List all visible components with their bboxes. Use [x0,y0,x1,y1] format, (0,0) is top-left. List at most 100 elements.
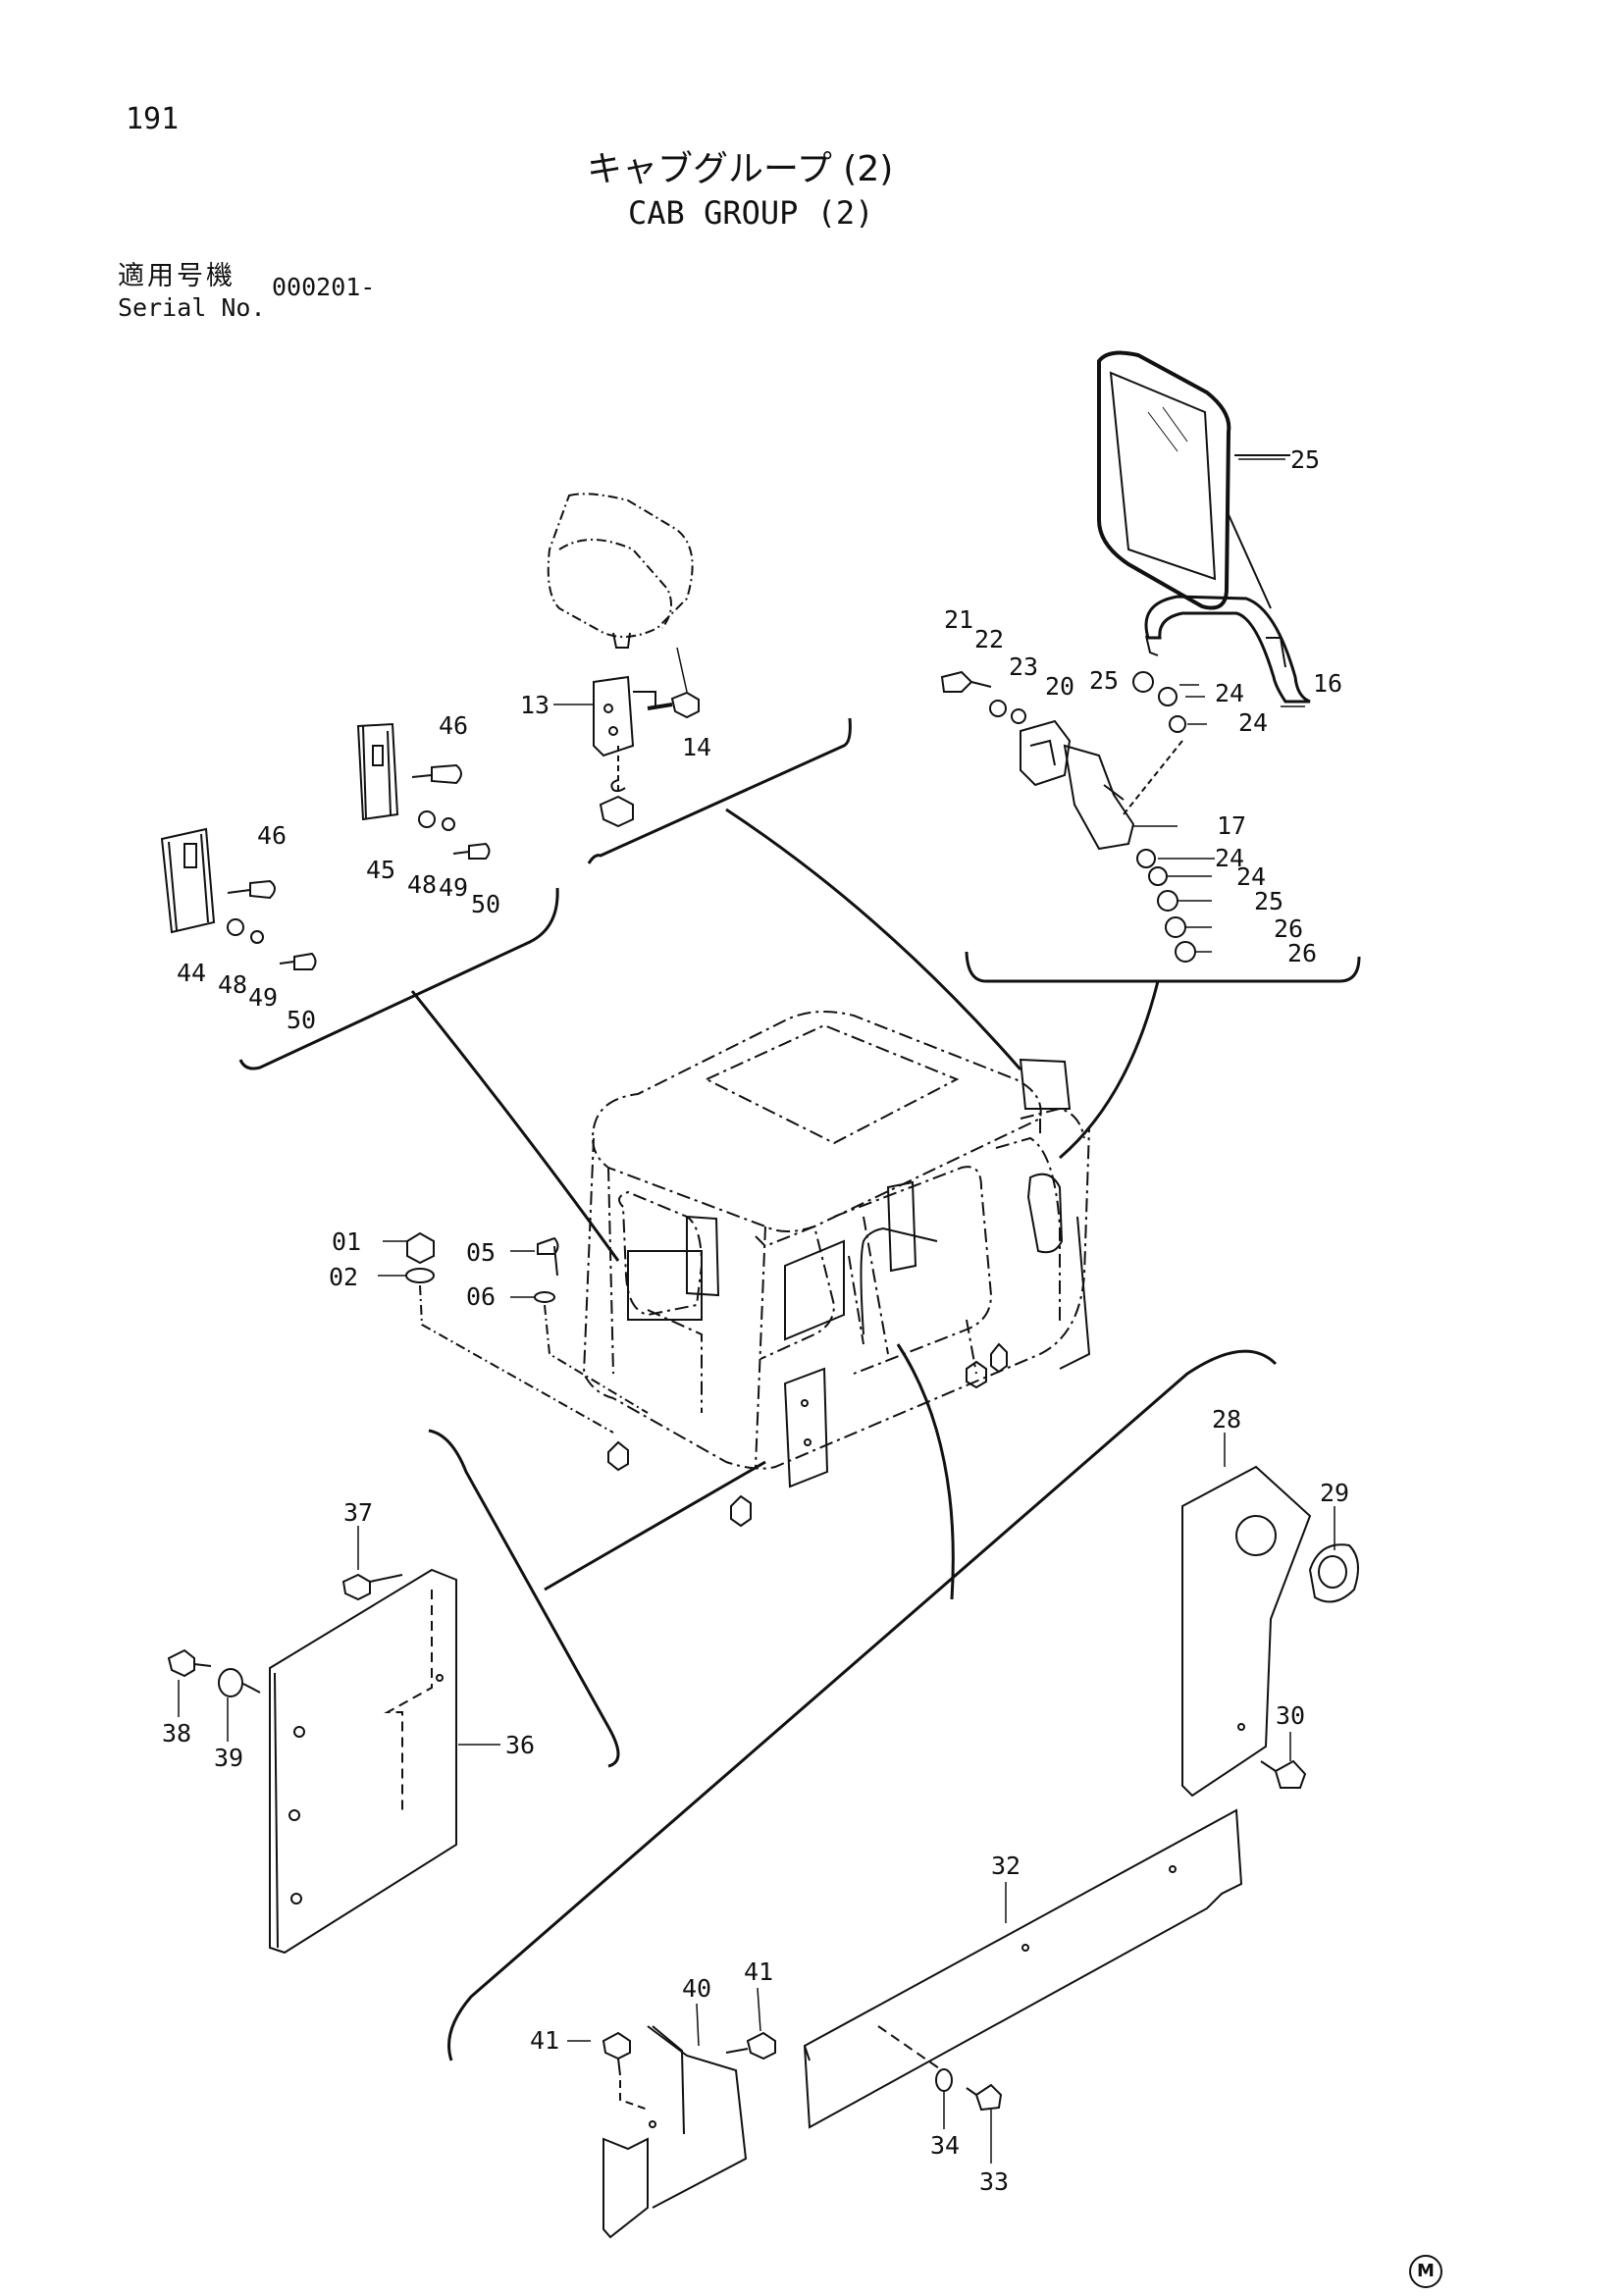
bolt-05 [537,1236,559,1277]
title-english: CAB GROUP (2) [628,194,874,232]
bolt-50a [452,842,491,860]
mirror-arm-16 [1144,595,1311,704]
extra-leaders [178,647,1335,2164]
cab-details [607,1058,1091,1528]
serial-label-japanese: 適用号機 [118,261,236,291]
leader-cover [544,1460,766,1592]
callout-32: 32 [991,1852,1021,1880]
bracket-20 [1020,719,1072,787]
callout-24c: 24 [1215,844,1244,872]
washer-34 [935,2068,953,2092]
callout-41b: 41 [744,1957,773,1986]
callout-26b: 26 [1287,939,1317,967]
callout-21: 21 [944,605,973,634]
plate-32 [803,1808,1243,2129]
bracket-bottom [447,1349,1278,2061]
lamp-bolt [670,691,700,719]
callout-24a: 24 [1215,679,1244,707]
callout-13: 13 [520,691,550,719]
manufacturer-mark: M [1409,2255,1442,2288]
knob-46a [411,763,462,785]
callout-49a: 49 [439,873,468,902]
lamp-bracket [593,675,656,757]
callout-23: 23 [1009,652,1038,681]
cover-36 [269,1568,457,1955]
bolt-41a [602,2031,631,2076]
bottom-parts [602,1808,1243,2239]
callout-20: 20 [1045,672,1074,701]
callout-14: 14 [682,733,711,761]
callout-36: 36 [505,1731,535,1759]
leader-handrail [410,990,620,1262]
callout-25b: 25 [1254,887,1283,915]
callout-16: 16 [1313,669,1342,698]
work-lamp-housing [547,493,694,638]
mirror-assembly [940,350,1311,963]
bracket-40 [602,2137,649,2239]
leader-bottom [896,1343,955,1600]
bolt-21 [940,670,992,693]
lamp-nut [599,795,634,828]
callout-44: 44 [177,959,206,987]
cab-hardware [405,1231,649,1434]
bracket-mirror [965,951,1361,983]
plate-28 [1181,1465,1312,1798]
washer-39 [218,1668,243,1697]
cab-mirror-small [1026,1173,1064,1254]
callout-37: 37 [343,1498,373,1527]
bolt-37 [341,1573,403,1601]
leader-lamp [725,808,1022,1070]
callout-24b: 24 [1238,708,1268,737]
serial-number-value: 000201- [272,273,376,301]
callout-30: 30 [1276,1701,1305,1730]
callout-33: 33 [979,2167,1009,2196]
callout-29: 29 [1320,1479,1349,1507]
callout-41a: 41 [530,2026,559,2055]
bolt-30 [1260,1759,1307,1789]
callout-46b: 46 [257,821,287,850]
left-cover-assembly [167,1568,457,1955]
callout-39: 39 [214,1744,243,1772]
callout-25a: 25 [1089,666,1119,695]
callout-17: 17 [1217,811,1246,840]
callout-45: 45 [366,856,395,884]
bolt-41b [725,2031,776,2061]
mirror-frame [1097,350,1231,610]
cab-roof [592,1011,1042,1232]
serial-label-english: Serial No. [118,293,266,322]
bracket-handrails [238,887,559,1070]
callout-26a: 26 [1274,914,1303,943]
callout-40: 40 [682,1974,711,2003]
work-lamp-assembly [547,493,700,828]
bolt-33 [966,2083,1003,2112]
bolt-50b [279,952,317,970]
callout-22: 22 [974,625,1004,653]
callout-01: 01 [332,1227,361,1256]
callout-48b: 48 [218,970,247,999]
callout-18: 25 [1290,445,1320,474]
bracket-lamp [587,717,852,864]
cab-body [582,1011,1090,1470]
grommet-29 [1308,1543,1359,1603]
callout-leaders [378,458,1285,2042]
callout-labels: 25 16 13 14 21 22 23 20 25 24 24 17 24 2… [162,445,1349,2196]
page-number: 191 [126,102,180,136]
callout-50a: 50 [471,890,500,918]
handrail-parts [160,722,491,970]
callout-24d: 24 [1236,862,1266,891]
group-brackets [238,717,1361,2061]
knob-46b [227,879,276,900]
leader-mirror [1059,980,1160,1160]
callout-06: 06 [466,1282,496,1311]
callout-34: 34 [930,2131,960,2160]
washer-02 [405,1268,435,1283]
title-japanese: キャブグループ (2) [587,149,894,189]
right-plate-assembly [1181,1465,1359,1798]
nut-01 [406,1231,435,1265]
washer-06 [534,1291,555,1303]
callout-38: 38 [162,1719,191,1748]
callout-05: 05 [466,1238,496,1267]
bracket-left-cover [428,1429,620,1768]
handrail-45 [356,722,399,821]
